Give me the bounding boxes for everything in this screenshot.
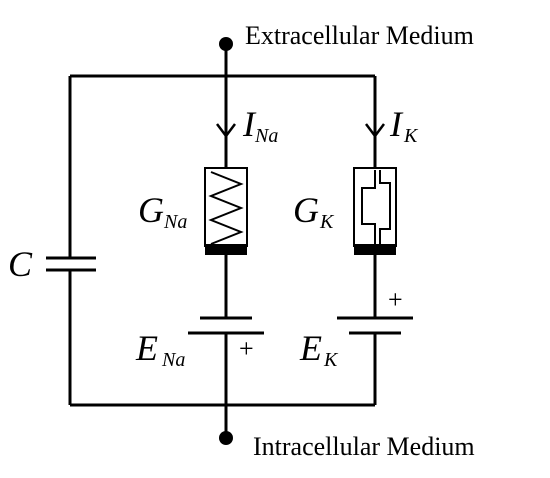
svg-text:I: I [389,104,404,144]
intracellular-label: Intracellular Medium [253,432,475,461]
capacitor-symbol [46,256,96,272]
na-conductance-symbol [204,167,248,255]
k-emf-label: E K [299,328,339,371]
na-plus-sign: + [239,334,254,363]
na-battery-symbol [188,316,264,335]
k-plus-sign: + [388,285,403,314]
k-battery-symbol [337,316,413,335]
na-emf-label: E Na [135,328,185,371]
svg-text:Na: Na [163,211,187,233]
svg-text:K: K [319,211,335,233]
extracellular-terminal [219,37,233,51]
svg-text:K: K [403,125,419,147]
svg-text:G: G [293,190,319,230]
svg-text:Na: Na [161,349,185,371]
svg-text:K: K [323,349,339,371]
svg-text:Na: Na [254,125,278,147]
na-current-label: I Na [242,104,278,147]
extracellular-label: Extracellular Medium [245,21,474,50]
na-current-arrow-icon [216,123,236,139]
svg-text:E: E [135,328,158,368]
capacitor-label: C [8,244,33,284]
intracellular-terminal [219,431,233,445]
k-conductance-symbol [353,167,397,255]
na-conductance-label: G Na [138,190,187,233]
svg-text:G: G [138,190,164,230]
svg-text:E: E [299,328,322,368]
k-conductance-label: G K [293,190,335,233]
k-current-label: I K [389,104,419,147]
svg-text:I: I [242,104,257,144]
circuit-wires [68,44,377,438]
k-current-arrow-icon [365,123,385,139]
